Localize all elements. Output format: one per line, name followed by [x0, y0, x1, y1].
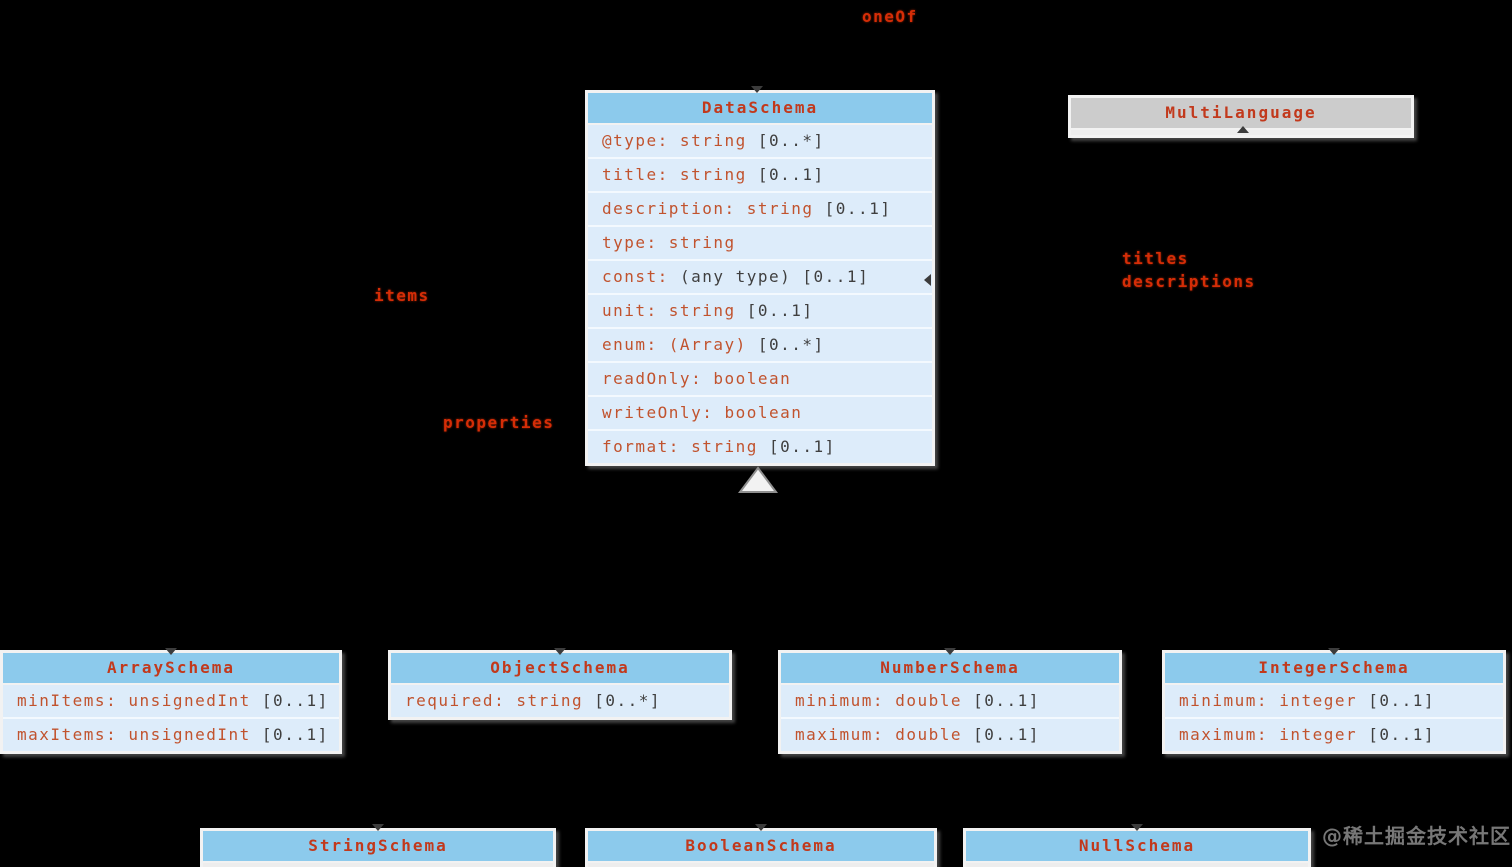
member-text: const:	[602, 267, 680, 286]
class-member-row: format: string [0..1]	[588, 429, 932, 463]
member-text: minimum: double	[795, 691, 974, 710]
class-title-booleanschema: BooleanSchema	[588, 831, 934, 861]
class-box-arrayschema: ArraySchema minItems: unsignedInt [0..1]…	[0, 650, 342, 754]
member-text: type: string	[602, 233, 736, 252]
member-text: @type: string	[602, 131, 758, 150]
member-text: [0..1]	[261, 691, 329, 710]
assoc-label-descriptions: descriptions	[1122, 272, 1256, 291]
class-member-row: const: (any type) [0..1]	[588, 259, 932, 293]
class-member-row: title: string [0..1]	[588, 157, 932, 191]
member-text: [0..1]	[973, 725, 1040, 744]
class-title-integerschema: IntegerSchema	[1165, 653, 1503, 683]
class-member-row: maximum: integer [0..1]	[1165, 717, 1503, 751]
watermark-text: @稀土掘金技术社区	[1322, 824, 1511, 848]
member-text: [0..1]	[757, 165, 825, 184]
class-members-arrayschema: minItems: unsignedInt [0..1]maxItems: un…	[3, 685, 339, 751]
member-text: [0..1]	[769, 437, 836, 456]
member-text: minItems: unsignedInt	[17, 691, 262, 710]
class-members-dataschema: @type: string [0..*]title: string [0..1]…	[588, 125, 932, 463]
member-text: [0..1]	[973, 691, 1040, 710]
member-text: [0..1]	[1368, 691, 1436, 710]
class-title-nullschema: NullSchema	[966, 831, 1308, 861]
class-member-row: enum: (Array) [0..*]	[588, 327, 932, 361]
arrowhead-tick-icon	[755, 824, 767, 831]
member-text: required: string	[405, 691, 595, 710]
member-text: maxItems: unsignedInt	[17, 725, 262, 744]
member-text: minimum: integer	[1179, 691, 1369, 710]
member-text: format: string	[602, 437, 769, 456]
member-text: maximum: integer	[1179, 725, 1369, 744]
arrowhead-tick-icon	[751, 86, 763, 93]
member-text: [0..*]	[594, 691, 662, 710]
class-body-empty	[588, 863, 934, 867]
arrowhead-tick-icon	[1237, 126, 1249, 133]
class-members-numberschema: minimum: double [0..1]maximum: double [0…	[781, 685, 1119, 751]
arrowhead-tick-icon	[924, 274, 931, 286]
member-text: title: string	[602, 165, 758, 184]
class-box-objectschema: ObjectSchema required: string [0..*]	[388, 650, 732, 720]
member-text: [0..*]	[757, 131, 825, 150]
member-text: [0..1]	[746, 301, 814, 320]
member-text: [0..1]	[261, 725, 329, 744]
arrowhead-tick-icon	[1328, 648, 1340, 655]
class-title-numberschema: NumberSchema	[781, 653, 1119, 683]
assoc-label-titles: titles	[1122, 249, 1189, 268]
generalization-arrow-icon	[738, 466, 778, 493]
class-box-numberschema: NumberSchema minimum: double [0..1]maxim…	[778, 650, 1122, 754]
member-text: readOnly: boolean	[602, 369, 792, 388]
member-text: enum: (Array)	[602, 335, 758, 354]
class-member-row: description: string [0..1]	[588, 191, 932, 225]
assoc-label-items: items	[374, 286, 430, 305]
class-title-arrayschema: ArraySchema	[3, 653, 339, 683]
class-member-row: @type: string [0..*]	[588, 125, 932, 157]
class-title-stringschema: StringSchema	[203, 831, 553, 861]
class-title-dataschema: DataSchema	[588, 93, 932, 123]
class-box-dataschema: DataSchema @type: string [0..*]title: st…	[585, 90, 935, 466]
class-member-row: required: string [0..*]	[391, 685, 729, 717]
class-box-nullschema: NullSchema	[963, 828, 1311, 867]
class-title-objectschema: ObjectSchema	[391, 653, 729, 683]
class-members-integerschema: minimum: integer [0..1]maximum: integer …	[1165, 685, 1503, 751]
class-member-row: readOnly: boolean	[588, 361, 932, 395]
class-title-multilanguage: MultiLanguage	[1071, 98, 1411, 128]
assoc-label-oneof: oneOf	[862, 7, 918, 26]
assoc-label-properties: properties	[443, 413, 555, 432]
class-box-integerschema: IntegerSchema minimum: integer [0..1]max…	[1162, 650, 1506, 754]
arrowhead-tick-icon	[944, 648, 956, 655]
arrowhead-tick-icon	[372, 824, 384, 831]
arrowhead-tick-icon	[165, 648, 177, 655]
class-member-row: maximum: double [0..1]	[781, 717, 1119, 751]
class-body-empty	[203, 863, 553, 867]
member-text: description: string	[602, 199, 825, 218]
member-text: writeOnly: boolean	[602, 403, 803, 422]
member-text: unit: string	[602, 301, 747, 320]
class-member-row: minimum: double [0..1]	[781, 685, 1119, 717]
member-text: [0..*]	[757, 335, 825, 354]
class-box-booleanschema: BooleanSchema	[585, 828, 937, 867]
class-member-row: maxItems: unsignedInt [0..1]	[3, 717, 339, 751]
member-text: maximum: double	[795, 725, 974, 744]
class-member-row: minimum: integer [0..1]	[1165, 685, 1503, 717]
class-member-row: minItems: unsignedInt [0..1]	[3, 685, 339, 717]
member-text: [0..1]	[1368, 725, 1436, 744]
class-member-row: unit: string [0..1]	[588, 293, 932, 327]
class-members-objectschema: required: string [0..*]	[391, 685, 729, 717]
class-body-empty	[966, 863, 1308, 867]
arrowhead-tick-icon	[554, 648, 566, 655]
class-member-row: type: string	[588, 225, 932, 259]
arrowhead-tick-icon	[1131, 824, 1143, 831]
class-box-multilanguage: MultiLanguage	[1068, 95, 1414, 138]
member-text: (any type) [0..1]	[679, 267, 870, 286]
class-box-stringschema: StringSchema	[200, 828, 556, 867]
class-member-row: writeOnly: boolean	[588, 395, 932, 429]
member-text: [0..1]	[824, 199, 892, 218]
